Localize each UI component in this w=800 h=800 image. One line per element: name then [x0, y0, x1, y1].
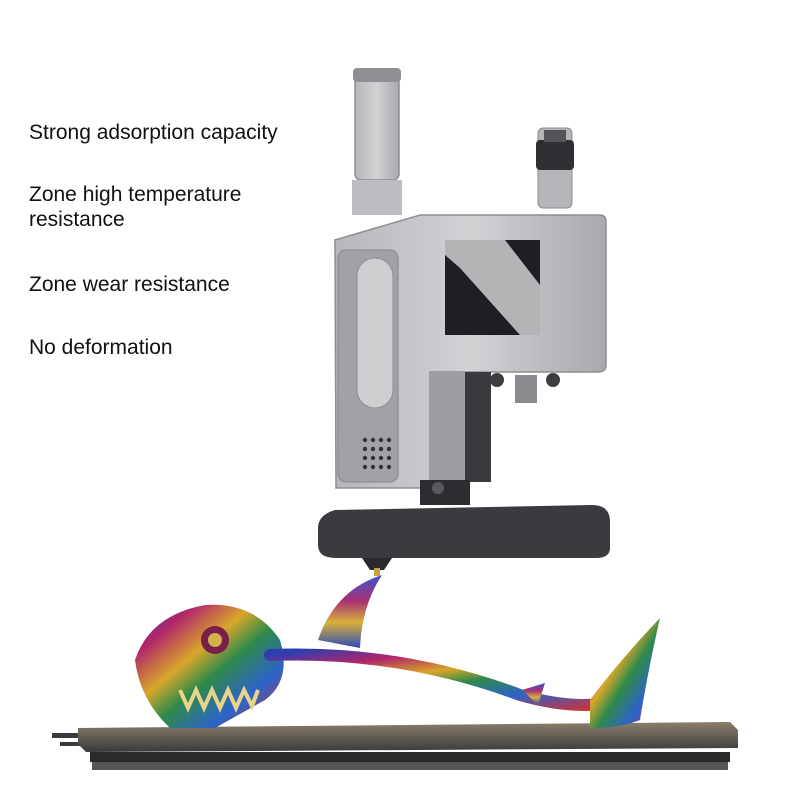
feature-item-temperature: Zone high temperature resistance: [29, 183, 242, 231]
feature-item-adsorption: Strong adsorption capacity: [29, 121, 278, 144]
feature-item-deformation: No deformation: [29, 336, 173, 359]
build-plate-icon: [52, 722, 738, 770]
feature-item-wear: Zone wear resistance: [29, 273, 230, 296]
fish-skeleton-model-icon: [135, 575, 660, 737]
printhead-icon: [318, 68, 610, 576]
